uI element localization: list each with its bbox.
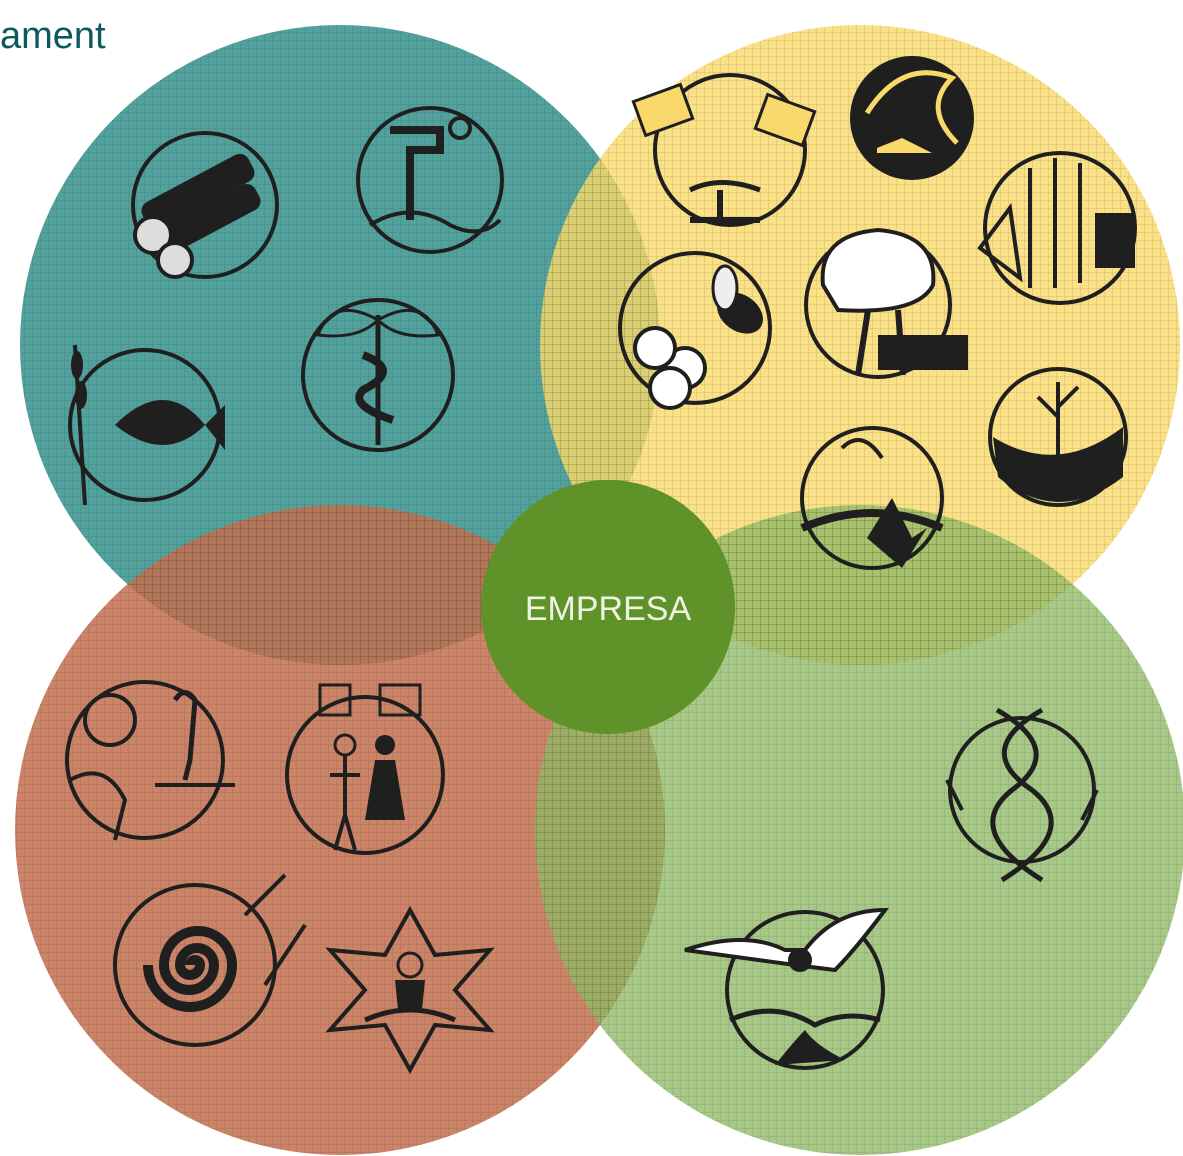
- co2-o2-tree-icon: [631, 73, 817, 227]
- hands-bird-icon: [800, 426, 944, 570]
- owl-landscape-icon: [684, 907, 890, 1070]
- dna-icon: [945, 707, 1099, 883]
- education-people-icon: [285, 683, 445, 855]
- bee-flower-icon: [618, 251, 772, 410]
- center-circle: [481, 480, 735, 734]
- nature-observer-icon: [65, 680, 235, 841]
- water-tap-icon: [356, 106, 504, 254]
- logs-icon: [131, 131, 279, 279]
- center-label: EMPRESA: [525, 590, 692, 628]
- soil-layers-icon: [977, 151, 1137, 305]
- tree-house-icon: [804, 227, 968, 379]
- spiral-art-icon: [113, 873, 307, 1047]
- wheat-fish-icon: [68, 344, 225, 506]
- meditation-icon: [325, 905, 495, 1075]
- medicine-plant-icon: [301, 298, 455, 452]
- page-title: ament: [0, 15, 106, 57]
- wave-icon: [850, 56, 974, 180]
- tree-roots-icon: [988, 367, 1128, 507]
